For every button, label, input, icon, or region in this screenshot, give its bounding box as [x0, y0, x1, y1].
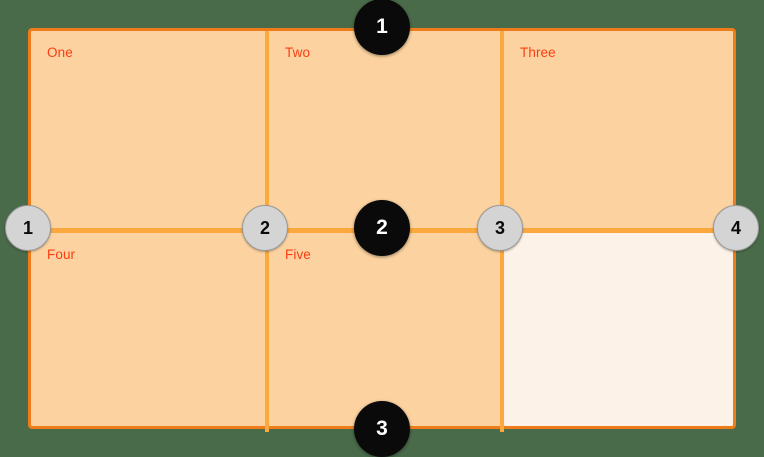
grid-cell-six-empty[interactable] [504, 233, 733, 426]
cell-label-five: Five [285, 247, 311, 262]
cell-label-one: One [47, 45, 73, 60]
grid-cell-four[interactable]: Four [31, 233, 265, 426]
cell-label-three: Three [520, 45, 556, 60]
column-marker-3[interactable]: 3 [477, 205, 523, 251]
column-marker-2[interactable]: 2 [242, 205, 288, 251]
grid-cell-five[interactable]: Five [269, 233, 500, 426]
grid-frame: One Two Three Four Five [28, 28, 736, 432]
row-marker-top[interactable]: 1 [354, 0, 410, 55]
cell-label-two: Two [285, 45, 311, 60]
column-marker-4[interactable]: 4 [713, 205, 759, 251]
row-marker-middle[interactable]: 2 [354, 200, 410, 256]
grid-cell-three[interactable]: Three [504, 31, 733, 228]
grid-cell-one[interactable]: One [31, 31, 265, 228]
grid-cell-two[interactable]: Two [269, 31, 500, 228]
row-marker-bottom[interactable]: 3 [354, 401, 410, 457]
cell-label-four: Four [47, 247, 76, 262]
column-marker-1[interactable]: 1 [5, 205, 51, 251]
